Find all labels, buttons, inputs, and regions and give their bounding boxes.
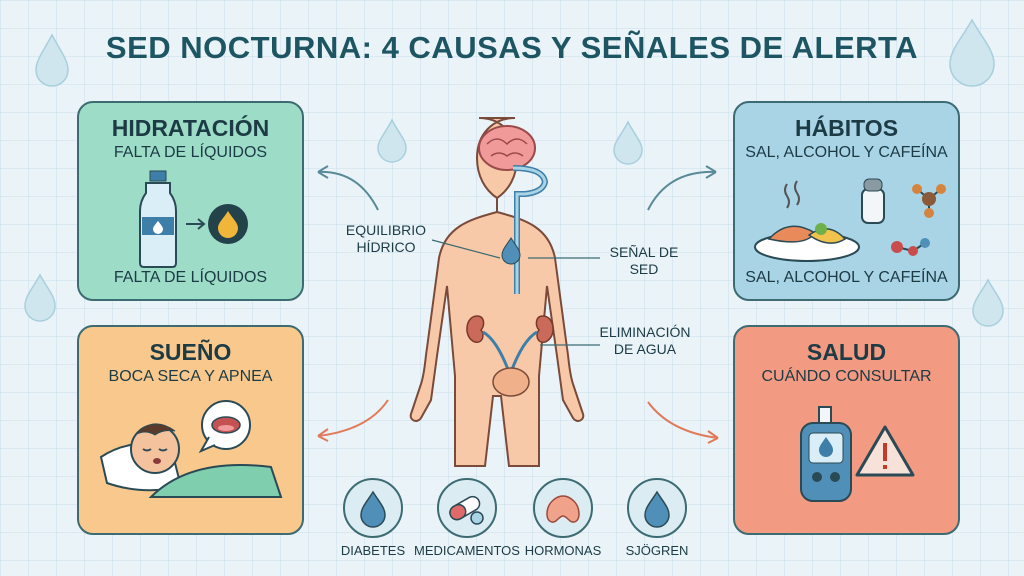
page-title: SED NOCTURNA: 4 CAUSAS Y SEÑALES DE ALER… xyxy=(105,30,919,65)
card-subtitle: SAL, ALCOHOL Y CAFEÍNA xyxy=(745,144,948,161)
kidney-icon xyxy=(535,315,554,343)
drop-icon xyxy=(644,490,670,528)
pills-icon xyxy=(449,495,484,525)
sleeping-person-icon xyxy=(99,400,283,498)
label-equilibrio: EQUILIBRIO HÍDRICO xyxy=(345,222,427,255)
card-heading: HÁBITOS xyxy=(794,115,899,141)
sjogren-circle xyxy=(627,478,687,538)
human-body-figure xyxy=(409,117,585,467)
card-footer: FALTA DE LÍQUIDOS xyxy=(113,269,268,286)
card-footer: SAL, ALCOHOL Y CAFEÍNA xyxy=(745,269,948,286)
card-hidratacion: HIDRATACIÓN FALTA DE LÍQUIDOS FALTA DE L… xyxy=(77,101,304,301)
drop-icon xyxy=(35,33,69,87)
food-and-salt-icon xyxy=(754,178,946,262)
card-salud: SALUD CUÁNDO CONSULTAR xyxy=(733,325,960,535)
bottom-label-diabetes: DIABETES xyxy=(340,543,406,558)
water-bottle-icon xyxy=(139,170,248,268)
glucometer-icon xyxy=(800,406,915,502)
kidney-icon xyxy=(466,315,485,343)
card-sueno: SUEÑO BOCA SECA Y APNEA xyxy=(77,325,304,535)
hormonas-circle xyxy=(533,478,593,538)
drop-icon xyxy=(613,120,643,165)
bottom-label-medicamentos: MEDICAMENTOS xyxy=(414,543,520,558)
drop-icon xyxy=(24,273,56,322)
drop-icon xyxy=(360,490,386,528)
drop-icon xyxy=(972,278,1004,327)
drop-icon xyxy=(949,18,995,87)
card-subtitle: FALTA DE LÍQUIDOS xyxy=(113,144,268,161)
card-heading: SUEÑO xyxy=(149,339,232,365)
card-subtitle: CUÁNDO CONSULTAR xyxy=(761,368,932,385)
label-eliminacion: ELIMINACIÓN DE AGUA xyxy=(599,324,691,357)
bladder-icon xyxy=(492,367,530,397)
brain-icon xyxy=(478,125,536,171)
drop-icon xyxy=(377,118,407,163)
bottom-label-sjogren: SJÖGREN xyxy=(625,543,689,558)
medicamentos-circle xyxy=(437,478,497,538)
bottom-label-hormonas: HORMONAS xyxy=(524,543,602,558)
label-senal: SEÑAL DE SED xyxy=(609,244,679,277)
drop-icon xyxy=(501,237,521,265)
card-heading: SALUD xyxy=(806,339,887,365)
card-heading: HIDRATACIÓN xyxy=(111,115,270,141)
card-habitos: HÁBITOS SAL, ALCOHOL Y CAFEÍNA SAL, ALCO… xyxy=(733,101,960,301)
drop-icon xyxy=(819,437,833,457)
card-subtitle: BOCA SECA Y APNEA xyxy=(108,368,273,385)
drop-icon xyxy=(218,211,238,238)
diabetes-circle xyxy=(343,478,403,538)
thyroid-icon xyxy=(546,495,580,523)
